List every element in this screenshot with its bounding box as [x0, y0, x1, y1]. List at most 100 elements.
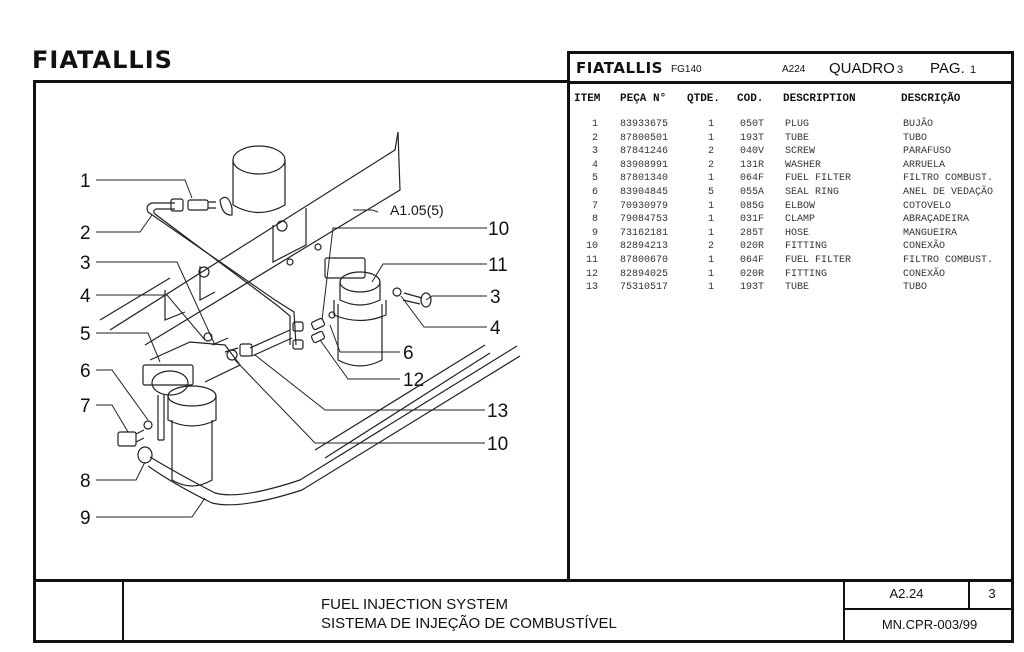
cell-part-number: 82894213 — [620, 241, 669, 253]
col-item: ITEM — [574, 93, 601, 105]
cell-quantity: 1 — [708, 119, 715, 130]
divider — [968, 582, 970, 609]
quadro-number: 3 — [897, 64, 904, 76]
cell-code: 020R — [740, 268, 765, 280]
cell-description: CLAMP — [785, 214, 816, 226]
cell-part-number: 87800501 — [620, 132, 669, 144]
cell-quantity: 1 — [708, 282, 715, 294]
exploded-view-drawing: 1 2 3 4 5 6 7 8 9 10 11 3 4 6 12 13 10 A… — [80, 131, 521, 529]
cell-description: PLUG — [785, 119, 810, 130]
col-part-number: PEÇA N° — [620, 93, 667, 105]
cell-code: 040V — [740, 146, 765, 158]
plug-1 — [170, 198, 216, 212]
cell-code: 050T — [740, 119, 765, 130]
cell-quantity: 1 — [708, 214, 715, 226]
callout-10-bottom: 10 — [487, 434, 508, 455]
cell-quantity: 1 — [708, 173, 715, 185]
callout-12: 12 — [403, 370, 424, 391]
cell-description: ELBOW — [785, 200, 816, 212]
page-number: 1 — [970, 64, 977, 76]
tube-13 — [239, 329, 293, 357]
cell-descricao: BUJÃO — [903, 119, 934, 130]
footer-page: 3 — [988, 586, 996, 601]
cell-code: 131R — [740, 159, 765, 171]
cell-descricao: FILTRO COMBUST. — [903, 173, 994, 185]
cell-item: 9 — [591, 227, 598, 239]
cell-description: FITTING — [785, 241, 828, 253]
hose-9 — [147, 345, 521, 506]
cell-part-number: 83933675 — [620, 119, 669, 130]
cell-description: SEAL RING — [785, 186, 840, 198]
divider — [122, 582, 124, 640]
cell-part-number: 87800670 — [620, 254, 669, 266]
cell-quantity: 1 — [708, 200, 715, 212]
callout-3-right: 3 — [490, 287, 501, 308]
cell-quantity: 1 — [708, 268, 715, 280]
cell-item: 1 — [591, 119, 598, 130]
drawing-frame — [33, 80, 569, 581]
cell-descricao: MANGUEIRA — [903, 227, 958, 239]
cell-part-number: 87841246 — [620, 146, 669, 158]
callout-2: 2 — [80, 223, 91, 244]
cell-part-number: 83908991 — [620, 159, 669, 171]
cell-descricao: CONEXÃO — [903, 268, 946, 280]
cell-descricao: ABRAÇADEIRA — [903, 214, 970, 226]
divider — [843, 582, 845, 640]
cell-code: 020R — [740, 241, 765, 253]
cell-quantity: 2 — [708, 146, 715, 158]
cell-item: 10 — [585, 241, 598, 253]
cell-item: 4 — [591, 159, 598, 171]
cell-quantity: 1 — [708, 254, 715, 266]
cell-descricao: FILTRO COMBUST. — [903, 254, 994, 266]
callout-13: 13 — [487, 401, 508, 422]
cell-code: 064F — [740, 254, 765, 266]
cross-reference-label: A1.05(5) — [390, 202, 444, 218]
cell-part-number: 79084753 — [620, 214, 669, 226]
cell-item: 12 — [585, 268, 598, 280]
callout-11: 11 — [488, 255, 508, 276]
panel-brand: FIATALLIS — [576, 59, 663, 77]
table-row: 7 70930979 1 085G ELBOW COTOVELO — [570, 201, 1011, 215]
cell-quantity: 1 — [708, 227, 715, 239]
cell-descricao: COTOVELO — [903, 200, 952, 212]
cell-item: 7 — [591, 200, 598, 212]
section-ref: A224 — [782, 64, 806, 75]
col-code: COD. — [737, 93, 764, 105]
cell-item: 2 — [591, 132, 598, 144]
callout-6-right: 6 — [403, 343, 414, 364]
callout-1: 1 — [80, 171, 91, 192]
cell-part-number: 82894025 — [620, 268, 669, 280]
parts-list-header: FIATALLIS FG140 A224 QUADRO 3 PAG. 1 — [570, 54, 1011, 84]
cell-descricao: TUBO — [903, 282, 928, 294]
cell-part-number: 75310517 — [620, 282, 669, 294]
col-descricao: DESCRIÇÃO — [901, 93, 961, 105]
callout-3: 3 — [80, 253, 91, 274]
cell-description: SCREW — [785, 146, 816, 158]
tube-2 — [146, 202, 297, 346]
filter-11 — [324, 257, 387, 367]
bolt-3-right — [392, 287, 432, 308]
cell-description: FUEL FILTER — [785, 173, 852, 185]
cell-part-number: 70930979 — [620, 200, 669, 212]
cell-description: FUEL FILTER — [785, 254, 852, 266]
cell-description: WASHER — [785, 159, 822, 171]
model-label: FG140 — [671, 64, 702, 75]
cell-description: TUBE — [785, 282, 810, 294]
upper-canister — [219, 145, 286, 216]
cell-descricao: TUBO — [903, 132, 928, 144]
cell-quantity: 2 — [708, 159, 715, 171]
cell-description: TUBE — [785, 132, 810, 144]
parts-list-panel: FIATALLIS FG140 A224 QUADRO 3 PAG. 1 ITE… — [567, 51, 1014, 582]
callout-10-top: 10 — [488, 219, 509, 240]
col-quantity: QTDE. — [687, 93, 721, 105]
cell-quantity: 1 — [708, 132, 715, 144]
frame-lines — [314, 344, 491, 459]
cell-code: 085G — [740, 200, 765, 212]
col-description: DESCRIPTION — [783, 93, 856, 105]
cell-code: 055A — [740, 186, 765, 198]
